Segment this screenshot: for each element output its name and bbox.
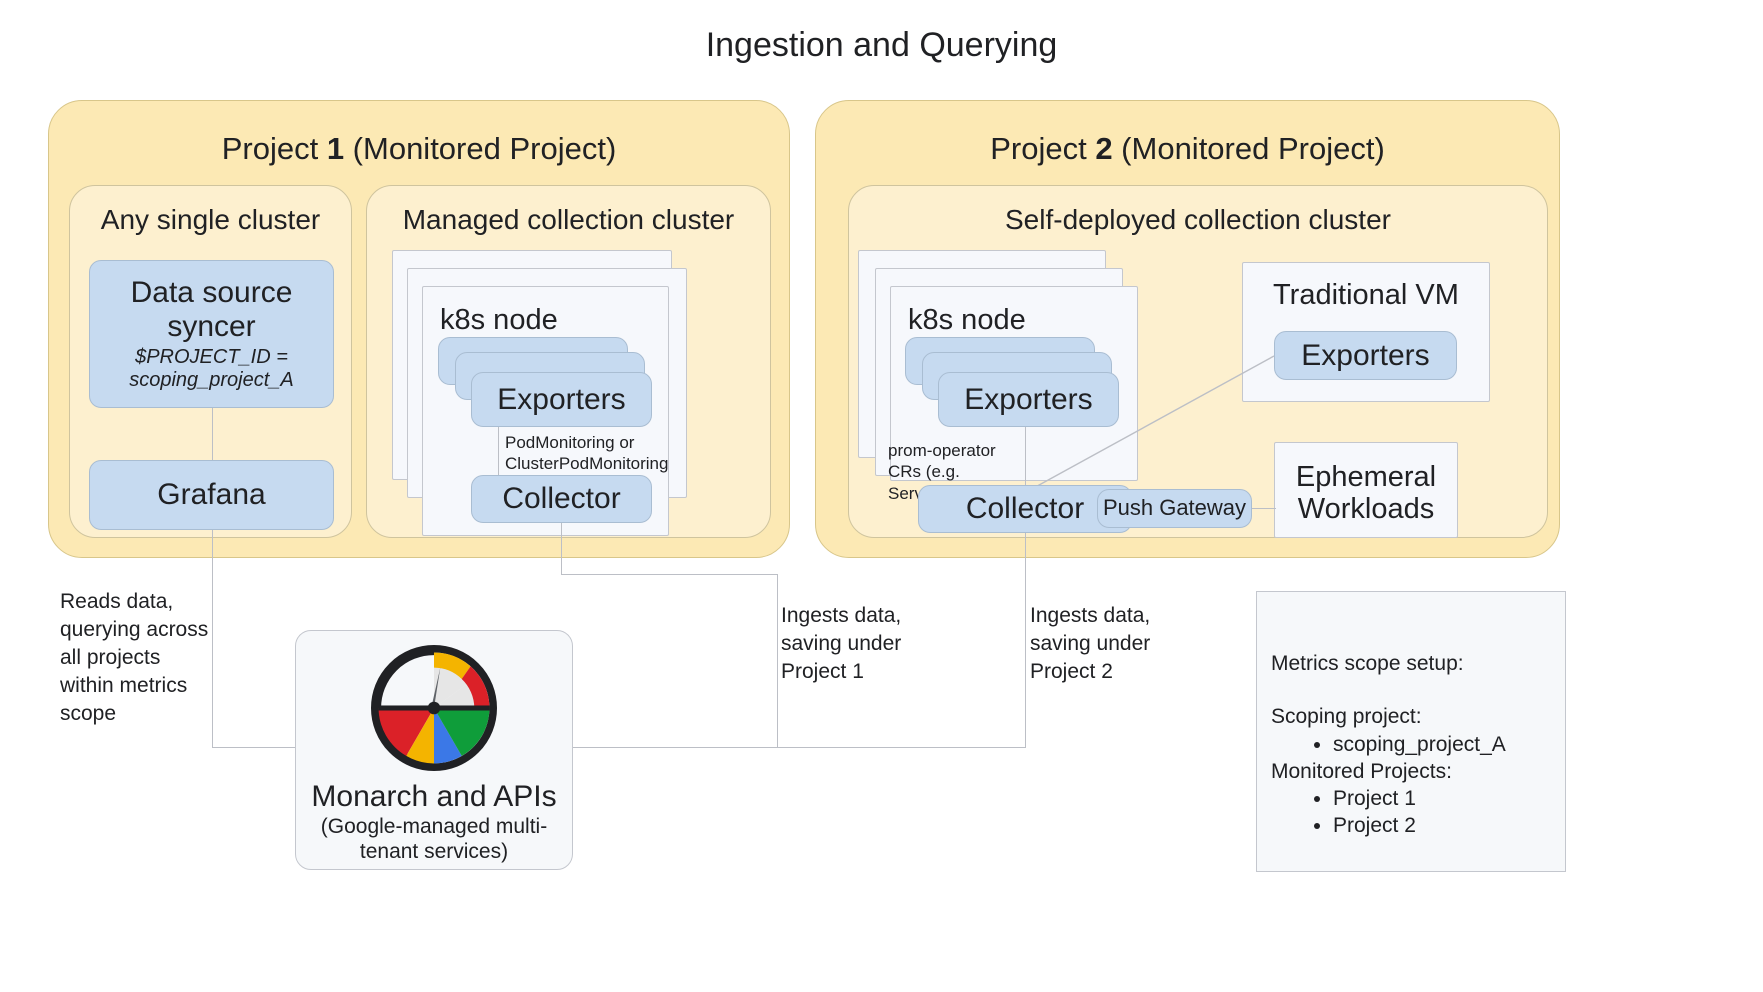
- podmonitoring-edge-label: PodMonitoring or ClusterPodMonitoring: [505, 433, 669, 474]
- project-2-label: Project 2 (Monitored Project): [990, 131, 1385, 166]
- page-title: Ingestion and Querying: [705, 26, 1058, 64]
- collector1-connector-across: [561, 574, 777, 575]
- legend-scoping-item: scoping_project_A: [1333, 731, 1565, 758]
- legend-spacer: [1271, 677, 1565, 703]
- legend-monitored-list: Project 1 Project 2: [1271, 785, 1565, 840]
- legend-scoping-list: scoping_project_A: [1271, 731, 1565, 758]
- data-source-syncer-title: Data source syncer: [130, 276, 293, 343]
- monarch-title: Monarch and APIs: [311, 780, 557, 813]
- any-single-cluster-label: Any single cluster: [100, 204, 321, 235]
- sd-k8s-node-title: k8s node: [908, 304, 1026, 336]
- collector1-connector-tail: [777, 574, 778, 748]
- vm-exporters-label: Exporters: [1301, 338, 1430, 372]
- collector1-connector-down: [561, 523, 562, 575]
- push-gateway-label: Push Gateway: [1102, 495, 1247, 521]
- reads-data-annotation: Reads data, querying across all projects…: [60, 590, 209, 725]
- managed-collector-label: Collector: [502, 482, 621, 516]
- traditional-vm-title: Traditional VM: [1273, 279, 1459, 311]
- grafana-monarch-connector-horizontal: [212, 747, 297, 748]
- legend-heading: Metrics scope setup:: [1271, 652, 1464, 675]
- vm-exporters-box[interactable]: Exporters: [1274, 331, 1457, 380]
- sd-collector-box[interactable]: Collector: [918, 485, 1132, 533]
- pushgateway-ephemeral-connector: [1252, 508, 1276, 509]
- ephemeral-workloads-title: Ephemeral Workloads: [1295, 461, 1437, 526]
- sd-exporters-label: Exporters: [964, 382, 1093, 416]
- sd-exporters-collector-connector: [1025, 427, 1026, 485]
- push-gateway-box[interactable]: Push Gateway: [1097, 489, 1252, 528]
- monarch-gauge-icon: [371, 645, 497, 776]
- collector2-connector-down: [1025, 533, 1026, 747]
- sd-collector-label: Collector: [965, 492, 1085, 526]
- managed-exporters-collector-connector: [498, 427, 499, 475]
- grafana-box[interactable]: Grafana: [89, 460, 334, 530]
- legend-monitored-item-2: Project 2: [1333, 812, 1565, 839]
- managed-exporters-label: Exporters: [497, 382, 626, 416]
- legend-monitored-item-1: Project 1: [1333, 785, 1565, 812]
- grafana-monarch-connector-vertical: [212, 530, 213, 748]
- vm-exporters-collector-diagonal: [1029, 355, 1275, 491]
- managed-collector-box[interactable]: Collector: [471, 475, 652, 523]
- data-source-syncer-box[interactable]: Data source syncer $PROJECT_ID = scoping…: [89, 260, 334, 408]
- managed-k8s-node-title: k8s node: [440, 304, 558, 336]
- monarch-subtitle: (Google-managed multi-tenant services): [320, 815, 548, 864]
- metrics-scope-legend: Metrics scope setup: Scoping project: sc…: [1256, 591, 1566, 872]
- self-deployed-cluster-label: Self-deployed collection cluster: [1005, 204, 1391, 235]
- grafana-label: Grafana: [157, 478, 266, 512]
- ingests-project2-annotation: Ingests data, saving under Project 2: [1030, 604, 1151, 683]
- sd-exporters-box[interactable]: Exporters: [938, 372, 1119, 427]
- legend-monitored-label: Monitored Projects:: [1271, 759, 1452, 783]
- legend-scoping-label: Scoping project:: [1271, 705, 1422, 729]
- data-source-syncer-subtitle: $PROJECT_ID = scoping_project_A: [129, 345, 294, 391]
- collector2-monarch-entry: [570, 747, 1026, 748]
- project-1-label: Project 1 (Monitored Project): [221, 131, 617, 166]
- monarch-and-apis-node[interactable]: Monarch and APIs (Google-managed multi-t…: [295, 630, 573, 870]
- ephemeral-workloads-panel: Ephemeral Workloads: [1274, 442, 1458, 538]
- syncer-grafana-connector: [212, 408, 213, 460]
- managed-exporters-box[interactable]: Exporters: [471, 372, 652, 427]
- ingests-project1-annotation: Ingests data, saving under Project 1: [781, 604, 902, 683]
- managed-collection-cluster-label: Managed collection cluster: [402, 204, 735, 235]
